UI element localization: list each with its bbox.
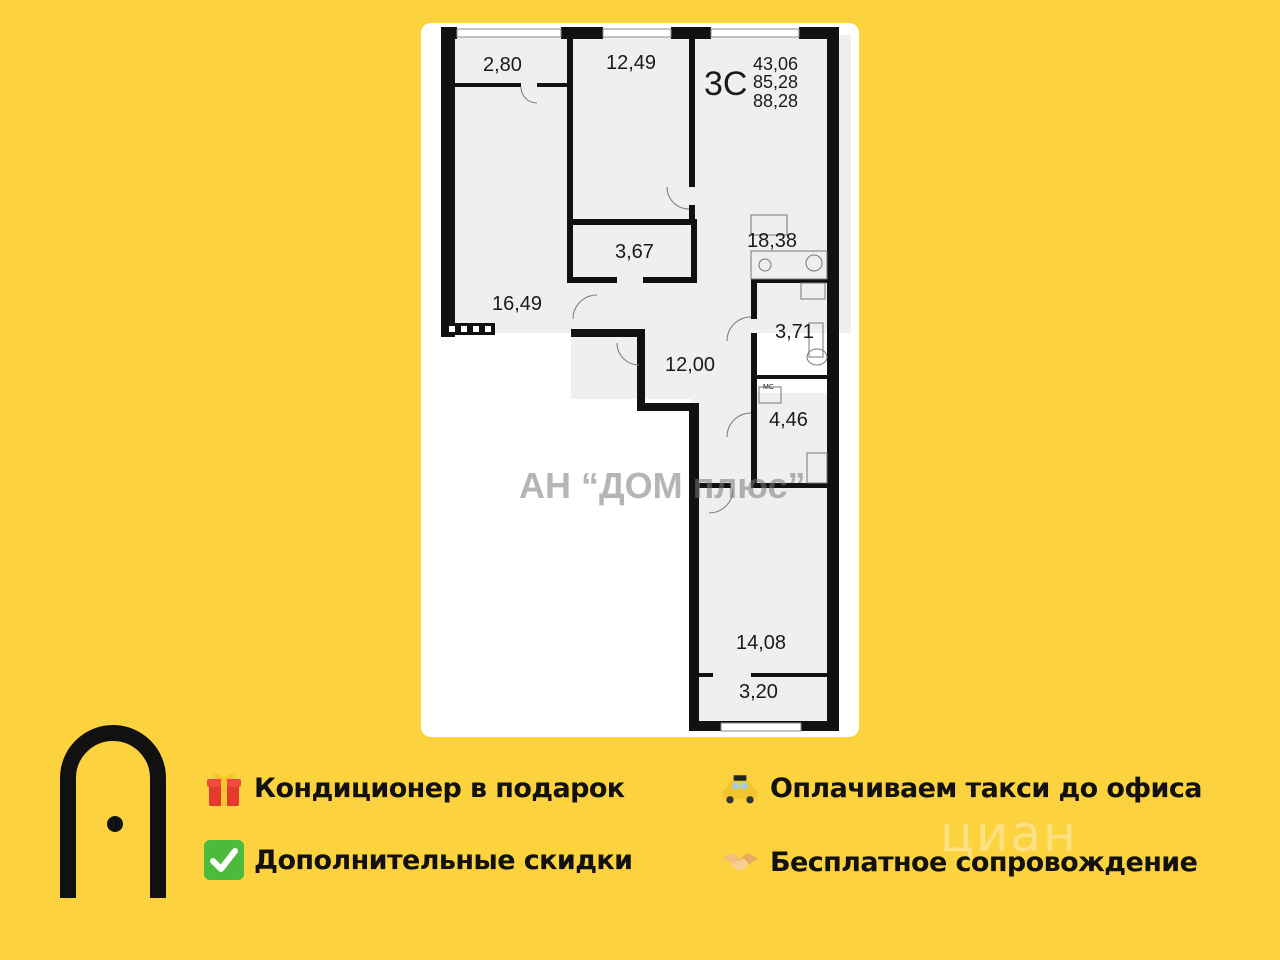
feature-label: Кондиционер в подарок bbox=[254, 772, 625, 804]
walls bbox=[441, 27, 839, 731]
feature-extra-discounts: Дополнительные скидки bbox=[204, 840, 633, 880]
room-area-bathroom-lower: 4,46 bbox=[769, 409, 808, 431]
feature-label: Дополнительные скидки bbox=[254, 844, 633, 876]
handshake-icon bbox=[720, 842, 760, 882]
feature-taxi-to-office: Оплачиваем такси до офиса bbox=[720, 768, 1203, 808]
total-area-value: 85,28 bbox=[753, 72, 798, 92]
cian-watermark: циан bbox=[940, 805, 1078, 863]
agency-watermark: АН “ДОМ плюс” bbox=[519, 465, 806, 506]
room-area-left-bedroom: 16,49 bbox=[492, 293, 542, 315]
gift-icon bbox=[204, 768, 244, 808]
feature-label: Бесплатное сопровождение bbox=[770, 846, 1198, 878]
room-area-bottom-bedroom: 14,08 bbox=[736, 632, 786, 654]
feature-label: Оплачиваем такси до офиса bbox=[770, 772, 1203, 804]
room-area-storage: 3,67 bbox=[615, 241, 654, 263]
mc-label: МС bbox=[763, 384, 774, 391]
feature-gift-air-conditioner: Кондиционер в подарок bbox=[204, 768, 625, 808]
check-mark-icon bbox=[204, 840, 244, 880]
room-area-balcony-top: 2,80 bbox=[483, 54, 522, 76]
radiator-marks bbox=[449, 326, 491, 332]
room-area-hall: 12,00 bbox=[665, 354, 715, 376]
room-area-top-bedroom: 12,49 bbox=[606, 52, 656, 74]
taxi-icon bbox=[720, 768, 760, 808]
feature-free-support: Бесплатное сопровождение bbox=[720, 842, 1198, 882]
agency-arch-logo bbox=[60, 725, 166, 898]
door-swings bbox=[520, 86, 828, 514]
floor-areas bbox=[445, 35, 851, 728]
room-area-bathroom-upper: 3,71 bbox=[775, 321, 814, 343]
total-area-with-balconies-value: 88,28 bbox=[753, 91, 798, 111]
windows bbox=[456, 28, 802, 732]
floor-plan-card: 2,80 12,49 3С 43,06 85,28 88,28 3,67 18,… bbox=[421, 23, 859, 737]
floor-plan-drawing: 2,80 12,49 3С 43,06 85,28 88,28 3,67 18,… bbox=[441, 27, 851, 732]
room-area-balcony-bottom: 3,20 bbox=[739, 681, 778, 703]
apartment-type-code: 3С bbox=[704, 65, 747, 103]
living-area-value: 43,06 bbox=[753, 54, 798, 74]
room-area-kitchen: 18,38 bbox=[747, 230, 797, 252]
